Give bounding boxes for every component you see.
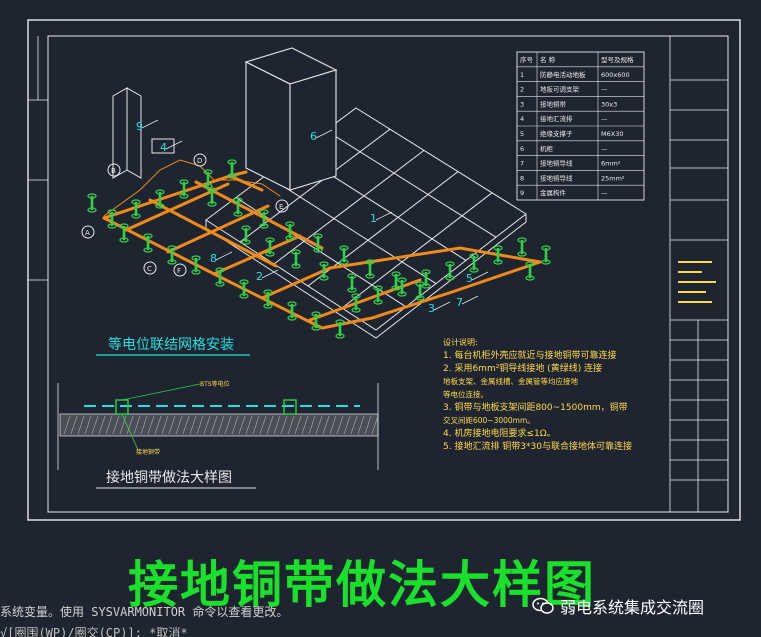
callout-number: 6 (310, 130, 317, 143)
floor-supports (87, 159, 551, 339)
circle-tag-label: D (197, 157, 202, 165)
materials-table: 序号名 称 型号及规格 1 防静电活动地板 600x600 2 地板可调支架 — 3 接地铜带 30… (516, 51, 645, 201)
table-header-cell: 名 称 (540, 55, 556, 64)
detail-title: 接地铜带做法大样图 (106, 469, 232, 486)
command-line-history: 系统变量。使用 SYSVARMONITOR 命令以查看更改。 (0, 605, 289, 619)
table-cell: 25mm² (601, 174, 625, 182)
table-cell: 8 (520, 174, 524, 182)
note-line: 5. 接地汇流排 铜带3*30与联合接地体可靠连接 (443, 440, 632, 452)
table-cell: 600x600 (601, 71, 630, 79)
table-cell: 接地铜导线 (540, 173, 573, 182)
table-cell: 6 (520, 145, 524, 153)
table-cell: 30x3 (601, 100, 617, 108)
command-line-prompt[interactable]: √[圈围(WP)/圈交(CP)]: *取消* (0, 626, 188, 637)
note-line: 地板支架、金属线槽、金属管等均应接地 (443, 376, 578, 386)
circle-tag-label: C (147, 265, 152, 273)
callout-number: 7 (456, 296, 463, 309)
circle-tags: A B C D E F (81, 153, 289, 277)
table-cell: 地板可调支架 (540, 85, 580, 94)
table-cell: 机柜 (540, 144, 554, 153)
callout-number: 5 (466, 272, 473, 285)
equipment-cabinet (244, 47, 338, 191)
notes-heading: 设计说明: (443, 337, 478, 347)
wechat-icon (532, 597, 554, 614)
circle-tag-label: A (85, 229, 90, 237)
table-cell: 7 (520, 160, 524, 168)
table-cell: 绝缘支撑子 (540, 129, 573, 138)
table-cell: 1 (520, 71, 524, 79)
watermark: 弱电系统集成交流圈 (532, 594, 704, 618)
callout-number: 3 (428, 302, 435, 315)
table-cell: — (601, 115, 608, 123)
table-cell: 接地汇流排 (540, 114, 573, 123)
table-cell: 5 (520, 130, 524, 138)
table-cell: 金属构件 (540, 188, 567, 197)
note-line: 4. 机房接地电阻要求≤1Ω。 (443, 427, 556, 439)
table-cell: M6X30 (601, 130, 623, 138)
metal-structure (112, 87, 175, 179)
watermark-text: 弱电系统集成交流圈 (560, 598, 705, 617)
copper-strip-mesh (102, 159, 542, 330)
detail-section: BTS等电位 接地铜带 (57, 380, 379, 470)
sheet-inner-frame (47, 35, 729, 513)
table-cell: 6mm² (601, 160, 621, 168)
callout-labels: 1 2 3 4 5 6 7 8 9 (136, 119, 489, 315)
circle-tag-label: B (111, 167, 116, 175)
note-line: 等电位连接。 (443, 389, 488, 399)
sheet-outer-frame (27, 19, 741, 521)
callout-number: 4 (160, 141, 167, 154)
binding-strip (28, 36, 48, 281)
table-cell: 9 (520, 189, 524, 197)
table-cell: 接地铜带 (540, 99, 567, 108)
callout-number: 2 (256, 270, 263, 283)
note-line: 交叉间距600~3000mm。 (443, 415, 535, 425)
table-header-cell: 型号及规格 (601, 55, 634, 64)
callout-number: 8 (210, 252, 217, 265)
note-line: 3. 铜带与地板支架间距800~1500mm，铜带 (443, 401, 628, 413)
callout-number: 1 (370, 212, 377, 225)
table-cell: — (601, 86, 608, 94)
circle-tag-label: E (279, 203, 283, 211)
plan-title: 等电位联结网格安装 (108, 336, 234, 353)
table-cell: 4 (520, 115, 524, 123)
title-block (669, 36, 728, 512)
table-cell: 防静电活动地板 (540, 70, 586, 79)
table-cell: 接地铜导线 (540, 159, 573, 168)
table-cell: 2 (520, 86, 524, 94)
detail-label-bottom: 接地铜带 (136, 448, 160, 456)
table-cell: — (601, 189, 608, 197)
detail-label-top: BTS等电位 (200, 380, 230, 388)
callout-number: 9 (136, 120, 143, 133)
table-cell: — (601, 145, 608, 153)
note-line: 2. 采用6mm²铜导线接地 (黄绿线) 连接 (443, 362, 602, 374)
note-line: 1. 每台机柜外壳应就近与接地铜带可靠连接 (443, 349, 616, 361)
circle-tag-label: F (177, 267, 181, 275)
table-header-cell: 序号 (520, 55, 534, 64)
caption-title: 接地铜带做法大样图 (128, 556, 596, 614)
table-cell: 3 (520, 100, 524, 108)
